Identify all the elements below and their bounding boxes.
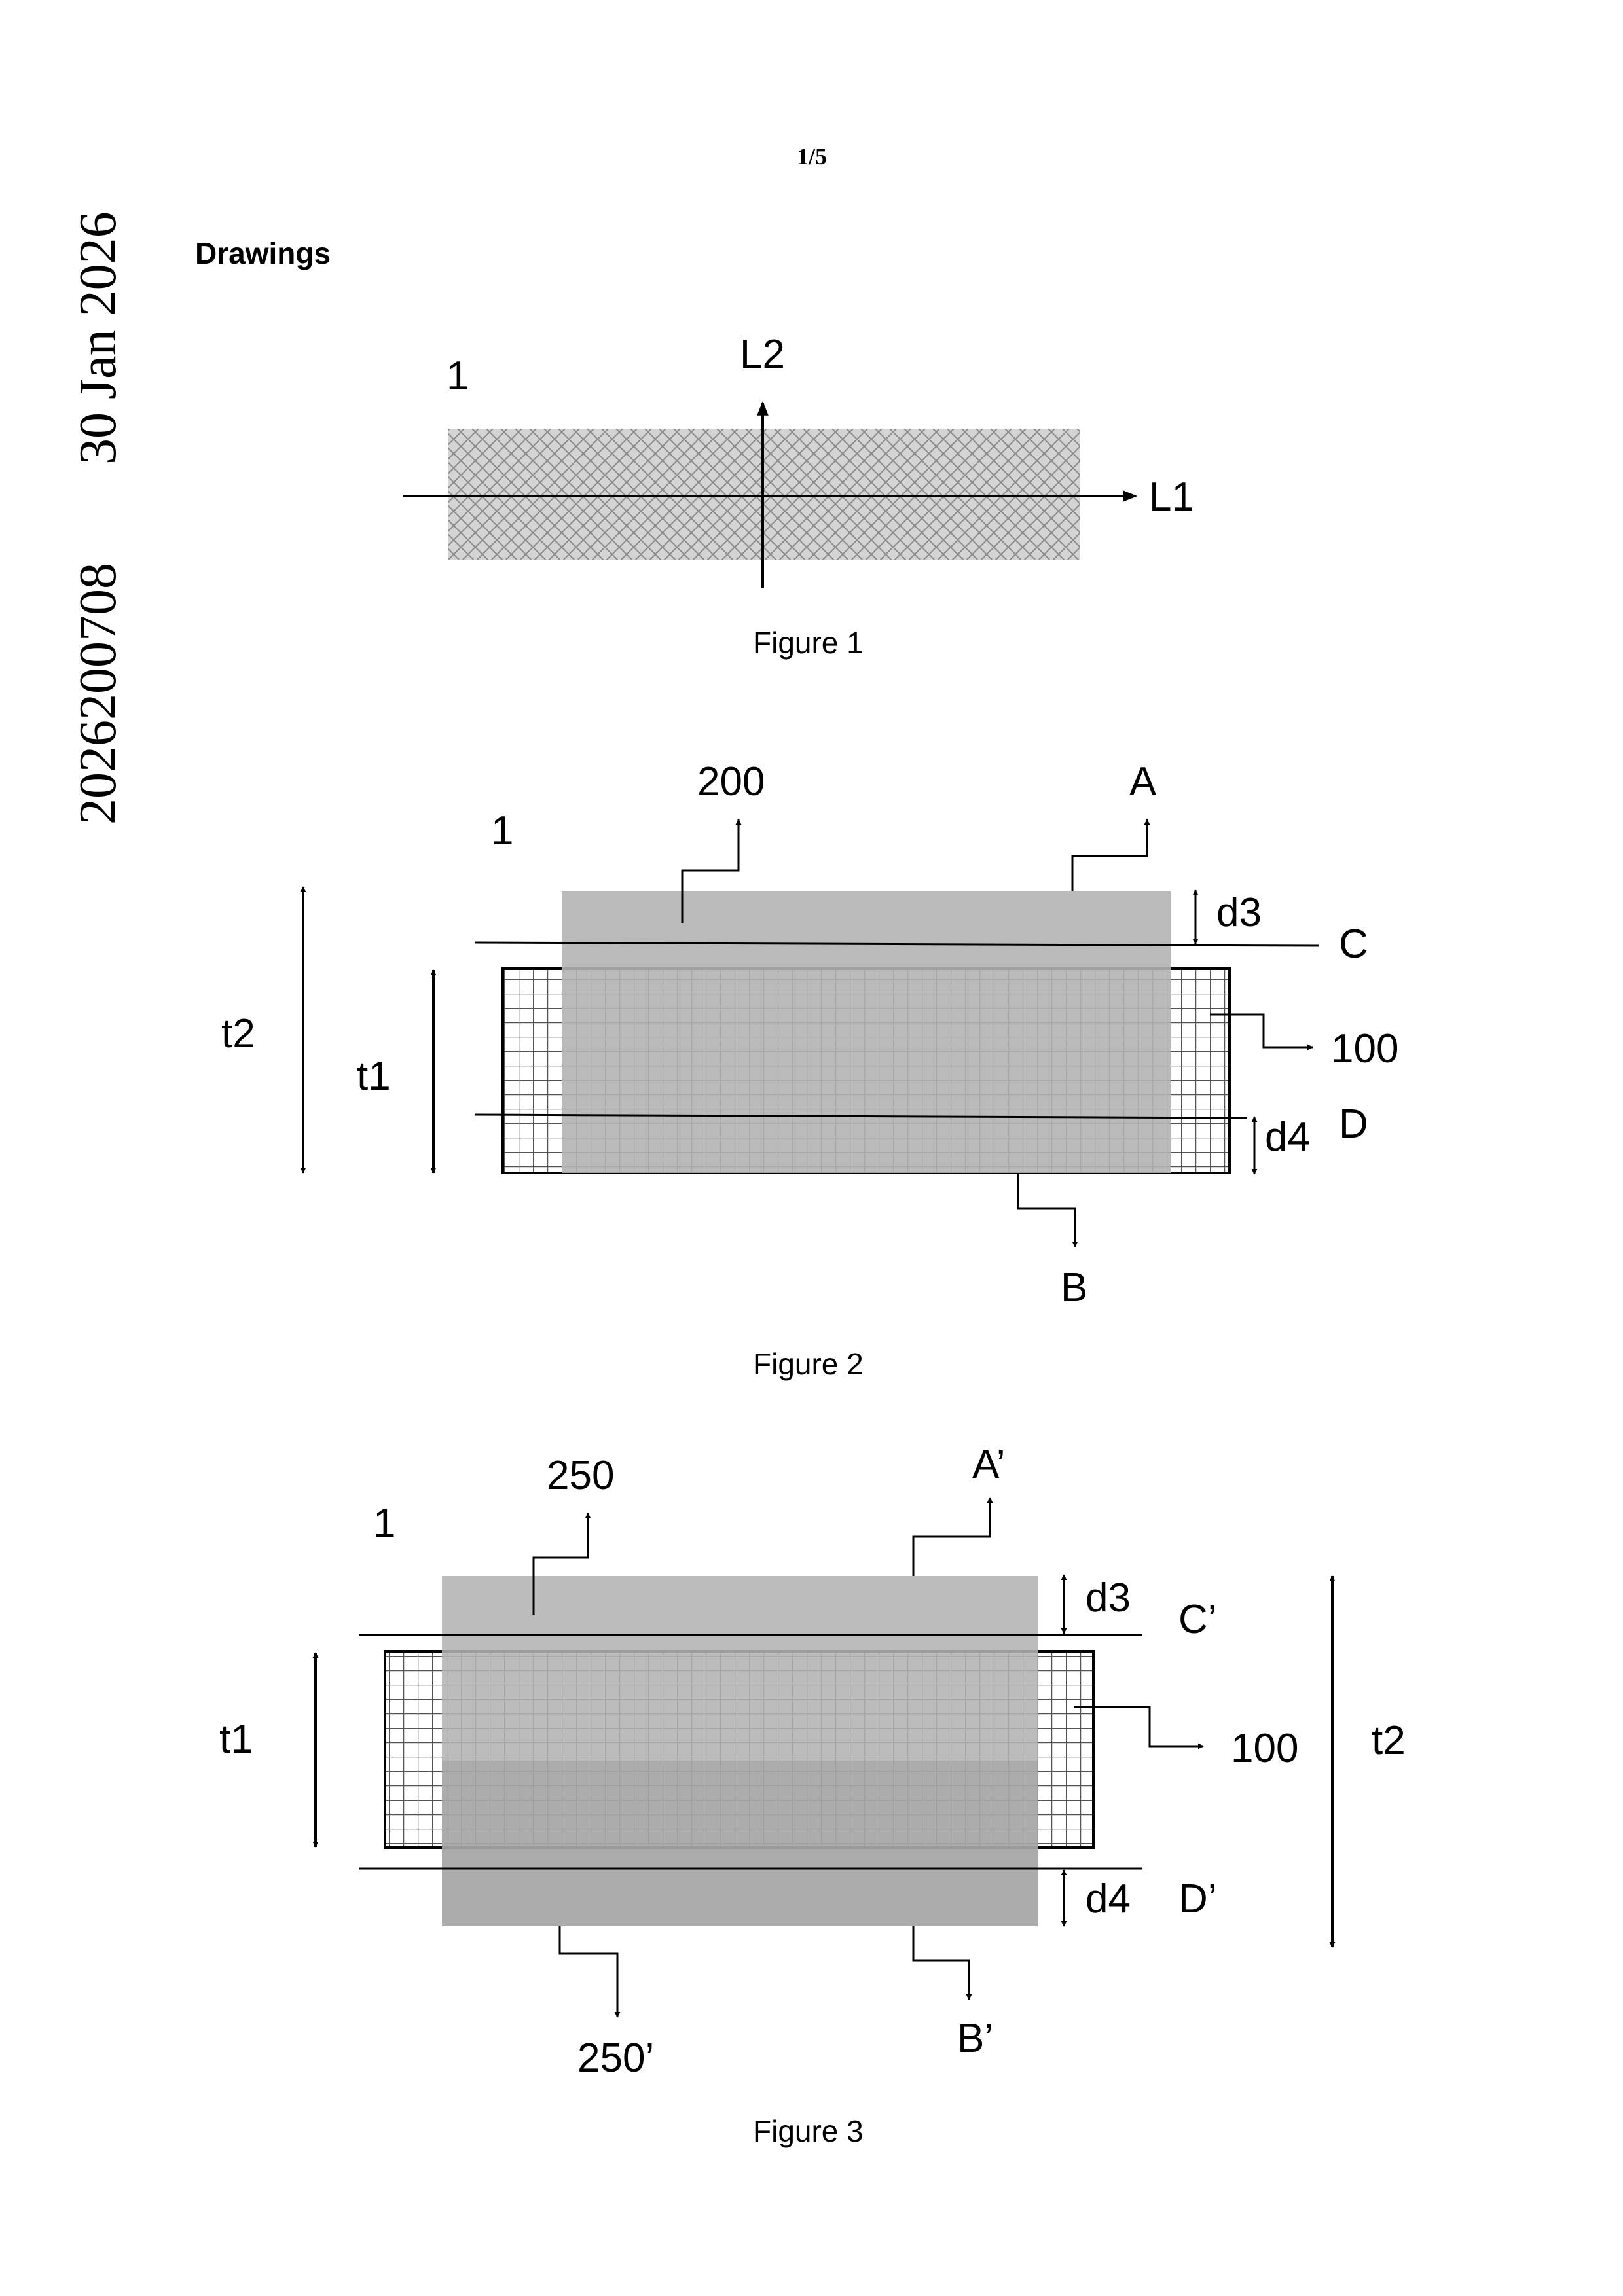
fig2-label-b: B	[1061, 1265, 1087, 1310]
fig3-leader-250-prime	[560, 1926, 617, 2017]
fig3-layer-250-prime	[442, 1761, 1038, 1926]
fig1-fabric	[448, 429, 1080, 560]
fig2-ref: 1	[491, 808, 513, 853]
fig3-ref: 1	[373, 1501, 395, 1546]
fig2-label-d3: d3	[1216, 890, 1262, 935]
fig2-label-d: D	[1339, 1102, 1368, 1147]
figure-2: 1 200 A d3 C 100 d4 D B t2 t1 Figure 2	[221, 759, 1398, 1381]
fig3-label-250: 250	[547, 1453, 614, 1498]
fig1-label-l2: L2	[740, 332, 785, 377]
fig3-label-d-prime: D’	[1178, 1876, 1217, 1922]
fig3-label-b-prime: B’	[957, 2016, 993, 2061]
fig3-label-250-prime: 250’	[577, 2036, 654, 2081]
fig3-label-a-prime: A’	[972, 1442, 1006, 1487]
fig2-label-d4: d4	[1265, 1115, 1310, 1160]
fig2-layer-200	[562, 891, 1171, 1173]
fig2-label-t1: t1	[357, 1054, 391, 1099]
fig3-label-t2: t2	[1372, 1718, 1406, 1763]
figure-3: 1 250 A’ d3 C’ 100 t2 d4 D’ 250’ B’ t1 F…	[219, 1442, 1406, 2148]
fig3-label-t1: t1	[219, 1717, 253, 1762]
fig3-label-c-prime: C’	[1178, 1597, 1217, 1642]
fig3-leader-a-prime	[913, 1498, 990, 1576]
fig3-label-100: 100	[1231, 1726, 1298, 1771]
fig2-label-200: 200	[697, 759, 765, 804]
fig3-label-d3: d3	[1085, 1575, 1131, 1621]
fig1-caption: Figure 1	[753, 626, 864, 660]
fig2-caption: Figure 2	[753, 1347, 864, 1381]
fig1-ref: 1	[447, 353, 469, 399]
fig3-caption: Figure 3	[753, 2114, 864, 2148]
fig2-leader-b	[1018, 1173, 1075, 1247]
fig2-leader-a	[1072, 819, 1147, 891]
fig2-label-c: C	[1339, 922, 1368, 967]
fig2-label-a: A	[1129, 759, 1157, 804]
fig3-label-d4: d4	[1085, 1876, 1131, 1922]
fig2-label-t2: t2	[221, 1011, 255, 1056]
fig3-leader-b-prime	[913, 1926, 969, 2000]
fig1-label-l1: L1	[1149, 475, 1194, 520]
figure-1: 1 L2 L1 Figure 1	[403, 332, 1194, 660]
fig2-label-100: 100	[1331, 1026, 1398, 1071]
